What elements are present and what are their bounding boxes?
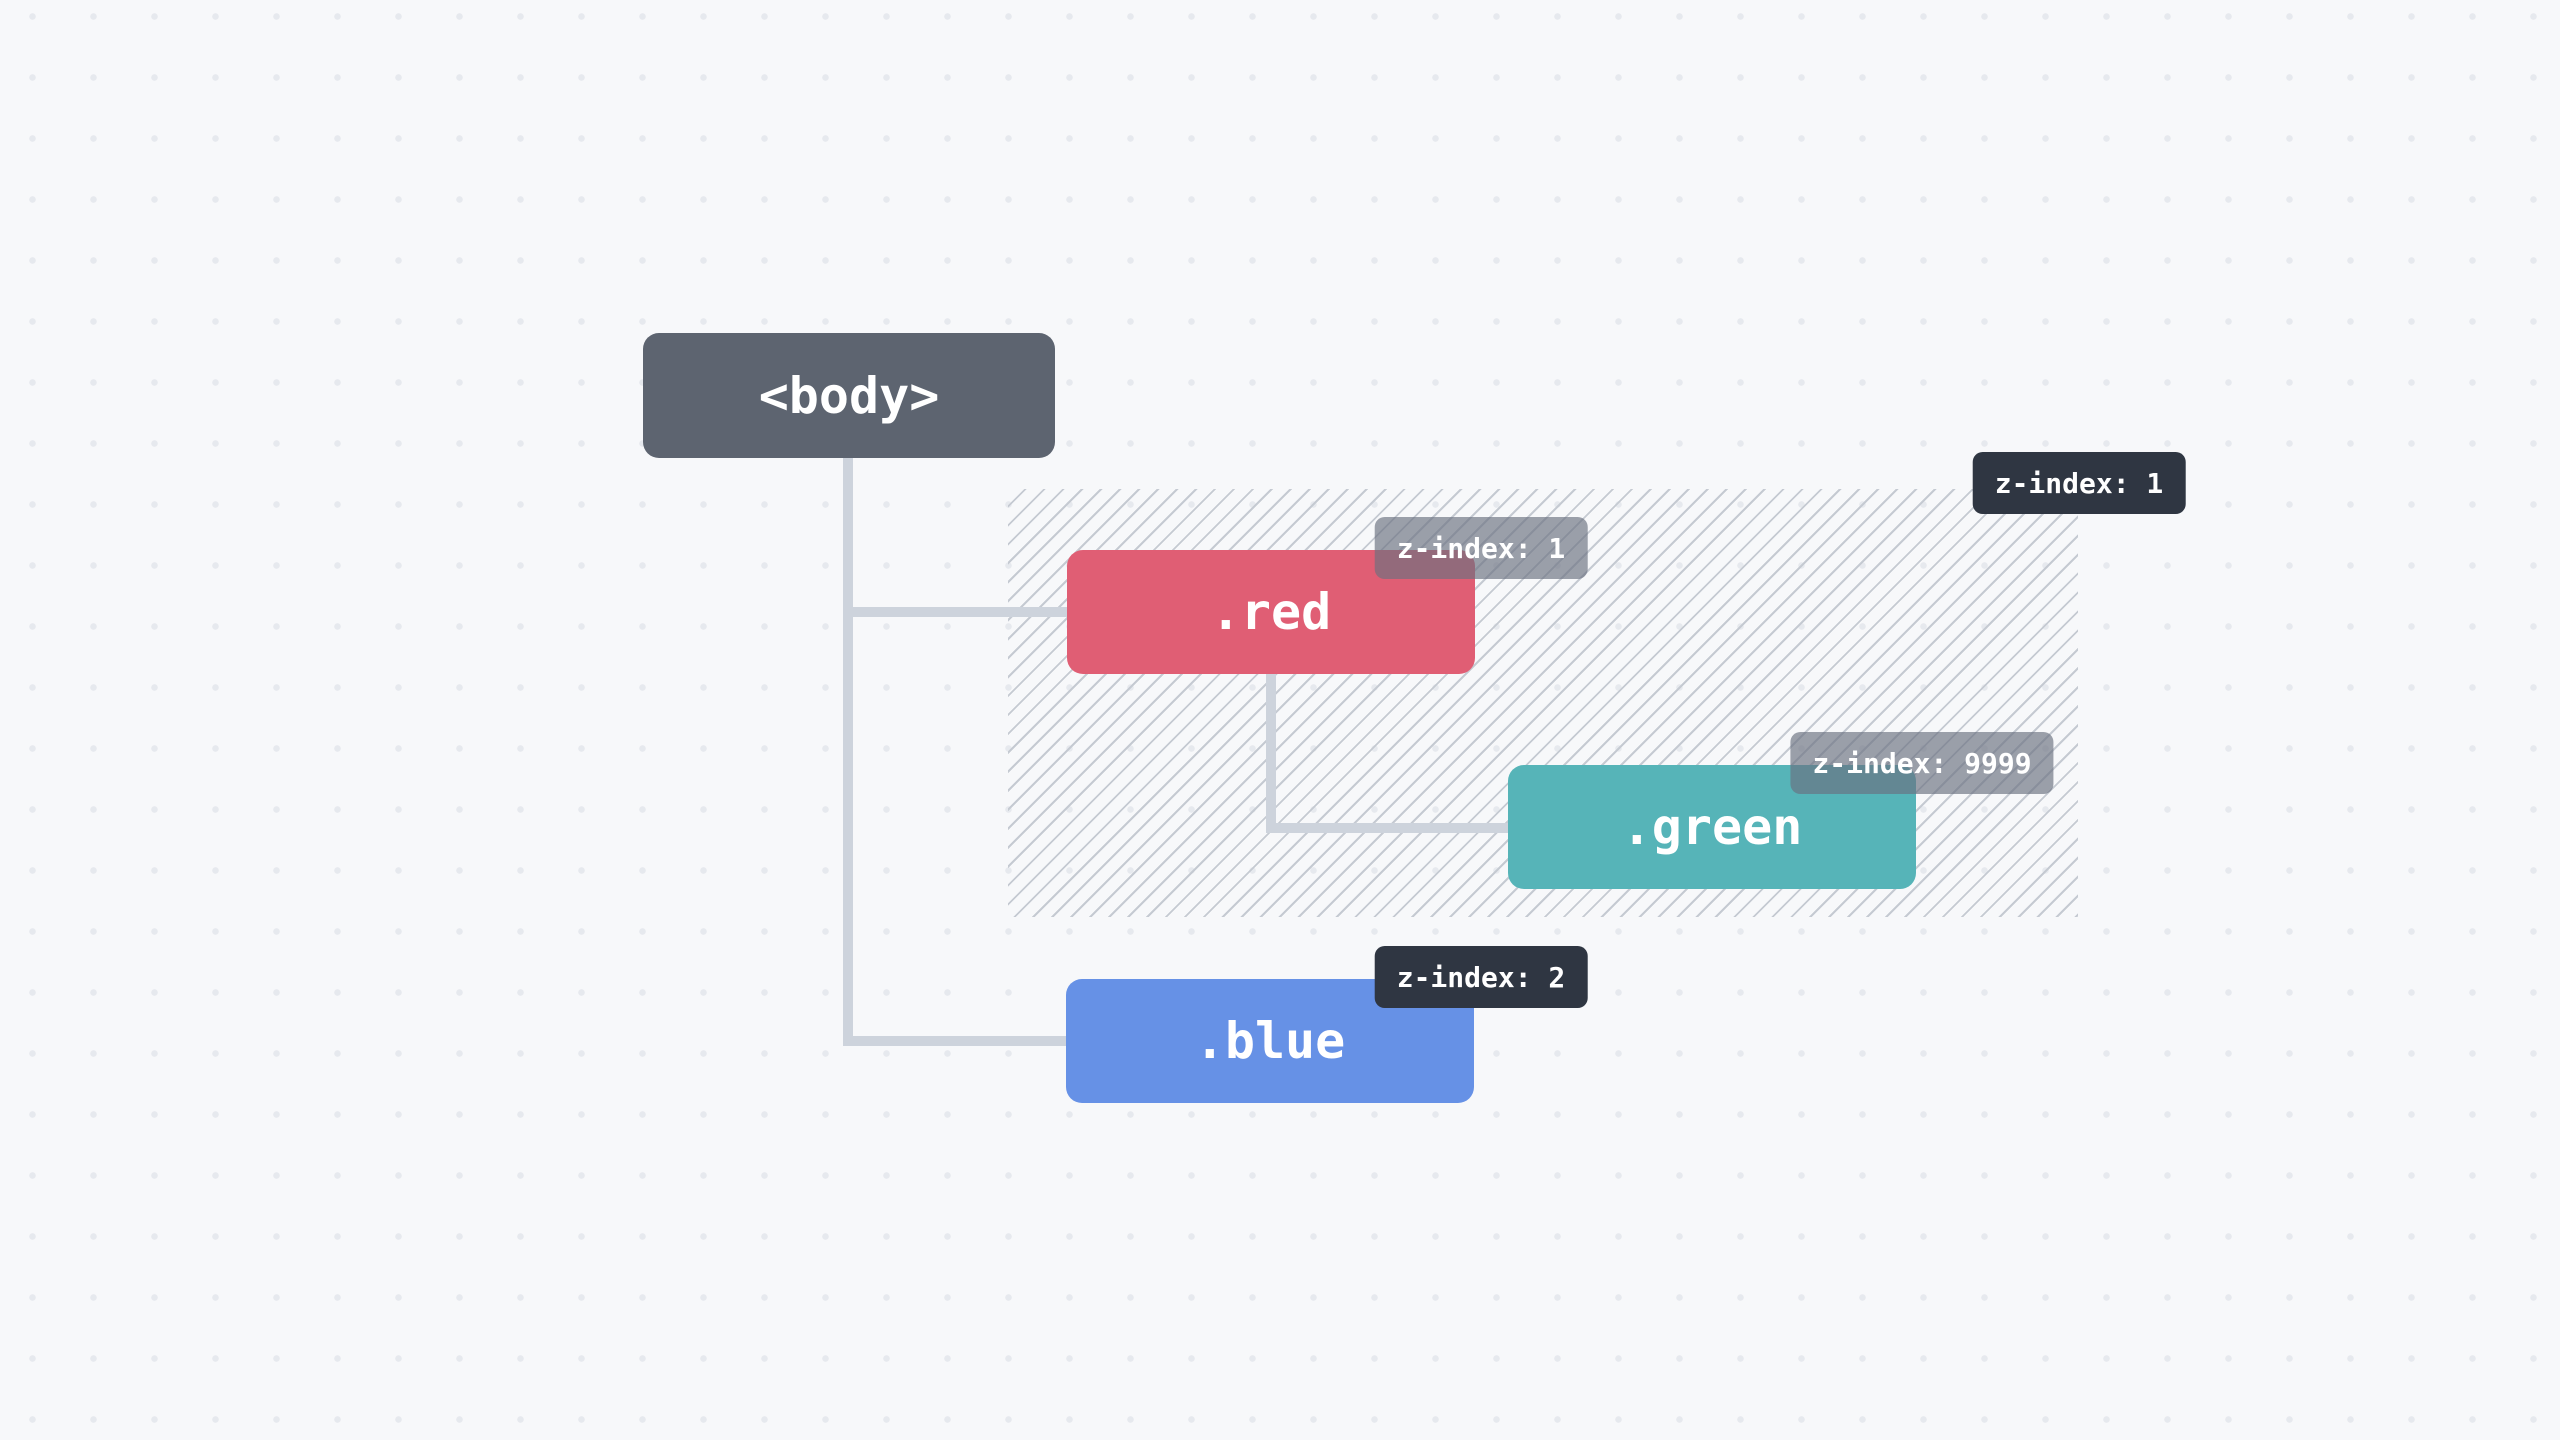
zindex-badge-blue-label: z-index: 2 (1396, 960, 1566, 994)
zindex-badge-red: z-index: 1 (1374, 517, 1588, 579)
zindex-badge-green: z-index: 9999 (1790, 732, 2054, 794)
zindex-badge-blue: z-index: 2 (1374, 946, 1588, 1008)
zindex-badge-stacking-context: z-index: 1 (1972, 452, 2186, 514)
edge-body-to-red (843, 607, 1067, 617)
node-red-label: .red (1210, 583, 1332, 641)
node-blue-label: .blue (1194, 1012, 1346, 1070)
node-body-label: <body> (758, 366, 940, 425)
zindex-badge-stacking-context-label: z-index: 1 (1994, 466, 2164, 500)
edge-body-to-blue (843, 1036, 1066, 1046)
zindex-badge-red-label: z-index: 1 (1396, 531, 1566, 565)
zindex-badge-green-label: z-index: 9999 (1812, 746, 2032, 780)
edge-body-trunk (843, 458, 853, 1046)
edge-red-trunk (1266, 674, 1276, 833)
edge-red-to-green (1266, 823, 1508, 833)
node-green-label: .green (1621, 798, 1803, 856)
node-body: <body> (643, 333, 1055, 458)
node-blue: .blue (1066, 979, 1474, 1103)
